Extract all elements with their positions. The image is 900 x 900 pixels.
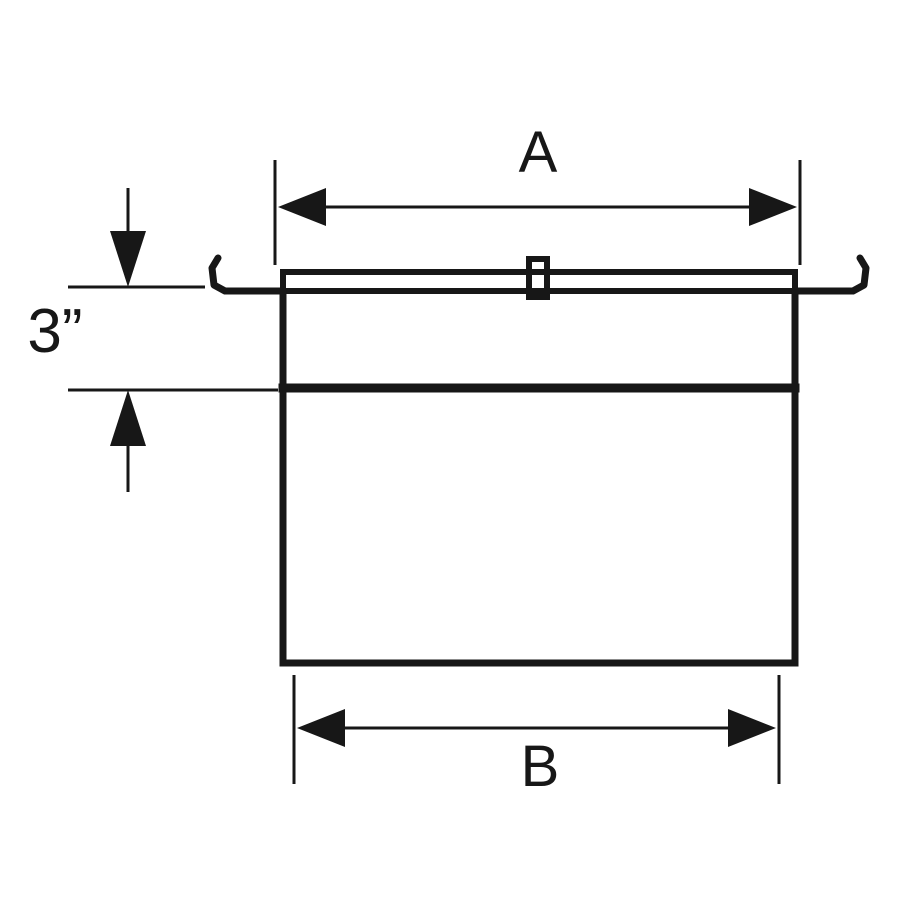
dimension-height-group: 3” — [27, 188, 278, 492]
dimension-height-arrowhead-down — [110, 231, 146, 287]
dimension-height-label: 3” — [27, 297, 82, 366]
dimension-b-arrowhead-left — [297, 709, 345, 747]
dimension-a-arrowhead-right — [749, 188, 797, 226]
dimension-a-label: A — [519, 120, 558, 185]
dimension-b-label: B — [521, 734, 560, 799]
lid-hook-right — [791, 254, 870, 295]
dimension-height-arrowhead-up — [110, 390, 146, 446]
dimension-b-group: B — [292, 675, 781, 799]
lid-center-tab — [526, 256, 550, 300]
box-geometry-group — [208, 254, 870, 667]
box-lid-panel — [280, 269, 798, 294]
dimension-a-arrowhead-left — [278, 188, 326, 226]
dimension-a-group: A — [273, 120, 802, 265]
box-body-outline — [279, 288, 799, 667]
dimension-b-arrowhead-right — [728, 709, 776, 747]
lid-hook-left — [208, 254, 287, 295]
